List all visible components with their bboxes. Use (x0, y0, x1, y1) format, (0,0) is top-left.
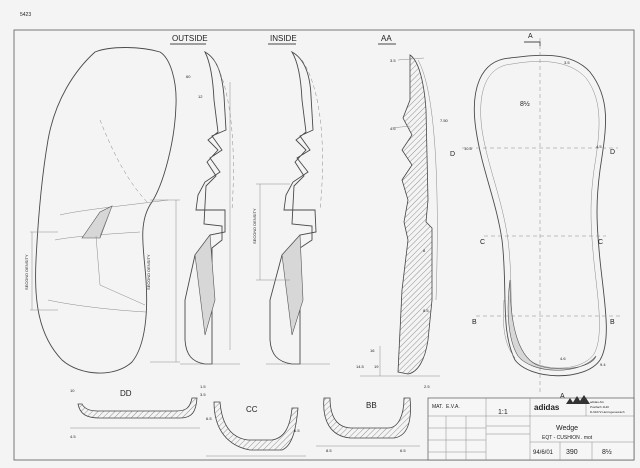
drawing-size: 8½ (602, 448, 612, 456)
inside-side-view: SECOND DENSITY (252, 50, 330, 365)
section-marker-d-left: D (450, 151, 455, 158)
dimension-text: 8.5 (326, 448, 332, 453)
label-outside: OUTSIDE (172, 34, 208, 43)
section-marker-a-top: A (528, 33, 533, 40)
dimension-text: 3.5 (200, 392, 206, 397)
sole-bottom-view: SECOND DENSITY SECOND DENSITY (24, 47, 180, 374)
drawing-subtitle: EQT - CUSHION . mot (542, 435, 593, 441)
dimension-text: 6.5 (294, 428, 300, 433)
dimension-text: 16 (370, 348, 375, 353)
scale-value: 1:1 (498, 409, 508, 416)
section-bb-view: BB (316, 397, 420, 447)
section-marker-d-right: D (610, 149, 615, 156)
label-dd: DD (120, 389, 132, 398)
label-bb: BB (366, 401, 377, 410)
section-marker-b-left: B (472, 319, 477, 326)
dimension-text: 3.5 (564, 60, 570, 65)
dimension-text: 4.6 (560, 356, 566, 361)
dimension-text: 8.5 (423, 308, 429, 313)
label-aa: AA (381, 34, 392, 43)
dimension-values: 60 12 3.5 4.6 7.50 3.5 4.5 10.5 8 8.5 16… (70, 58, 606, 453)
dimension-text: 19 (374, 364, 379, 369)
material-value: E.V.A. (446, 404, 460, 410)
dimension-text: 4.6 (390, 126, 396, 131)
dimension-text: 14.5 (356, 364, 365, 369)
section-marker-a-bottom: A (560, 393, 565, 400)
brand-line-1: adidas AG (590, 400, 605, 404)
material-label: MAT. (432, 404, 443, 410)
dimension-text: 1.5 (200, 384, 206, 389)
sheet-reference: 5423 (20, 12, 31, 18)
section-aa-view (360, 54, 440, 377)
dimension-text: 7.50 (440, 118, 449, 123)
dimension-text: 9.4 (600, 362, 606, 367)
section-cc-view: CC (206, 401, 306, 457)
dimension-text: 3.5 (390, 58, 396, 63)
dimension-text: 6.5 (206, 416, 212, 421)
brand-name: adidas (534, 403, 560, 412)
label-cc: CC (246, 405, 258, 414)
second-density-mid-label: SECOND DENSITY (146, 254, 151, 290)
brand-line-2: Postfach 1120 (590, 405, 609, 409)
dimension-text: 10 (70, 388, 75, 393)
drawing-title: Wedge (556, 425, 578, 432)
sole-top-view: A A D D C C B B 8½ (450, 33, 620, 400)
second-density-right-label: SECOND DENSITY (252, 208, 257, 244)
brand-line-3: D-91072 Herzogenaurach (590, 410, 625, 414)
dimension-text: 12 (198, 94, 203, 99)
second-density-left-label: SECOND DENSITY (24, 254, 29, 290)
dimension-text: 4.5 (70, 434, 76, 439)
drawing-date: 94/6/01 (533, 450, 554, 456)
section-marker-b-right: B (610, 319, 615, 326)
dimension-text: 60 (186, 74, 191, 79)
section-marker-c-right: C (598, 239, 603, 246)
dimension-text: 10.5 (464, 146, 473, 151)
dimension-text: 6.5 (400, 448, 406, 453)
dimension-text: 4.5 (596, 144, 602, 149)
dimension-text: 8 (423, 248, 426, 253)
dimension-text: 2.5 (424, 384, 430, 389)
title-block: MAT. E.V.A. 1:1 adidas adidas AG Postfac… (427, 395, 635, 461)
drawing-number: 390 (566, 449, 578, 456)
size-mark: 8½ (520, 100, 530, 108)
outside-side-view (180, 50, 240, 365)
adidas-logo-icon (566, 395, 590, 404)
section-marker-c-left: C (480, 239, 485, 246)
label-inside: INSIDE (270, 34, 297, 43)
drawing-border (13, 29, 635, 461)
section-dd-view: DD (70, 389, 200, 429)
